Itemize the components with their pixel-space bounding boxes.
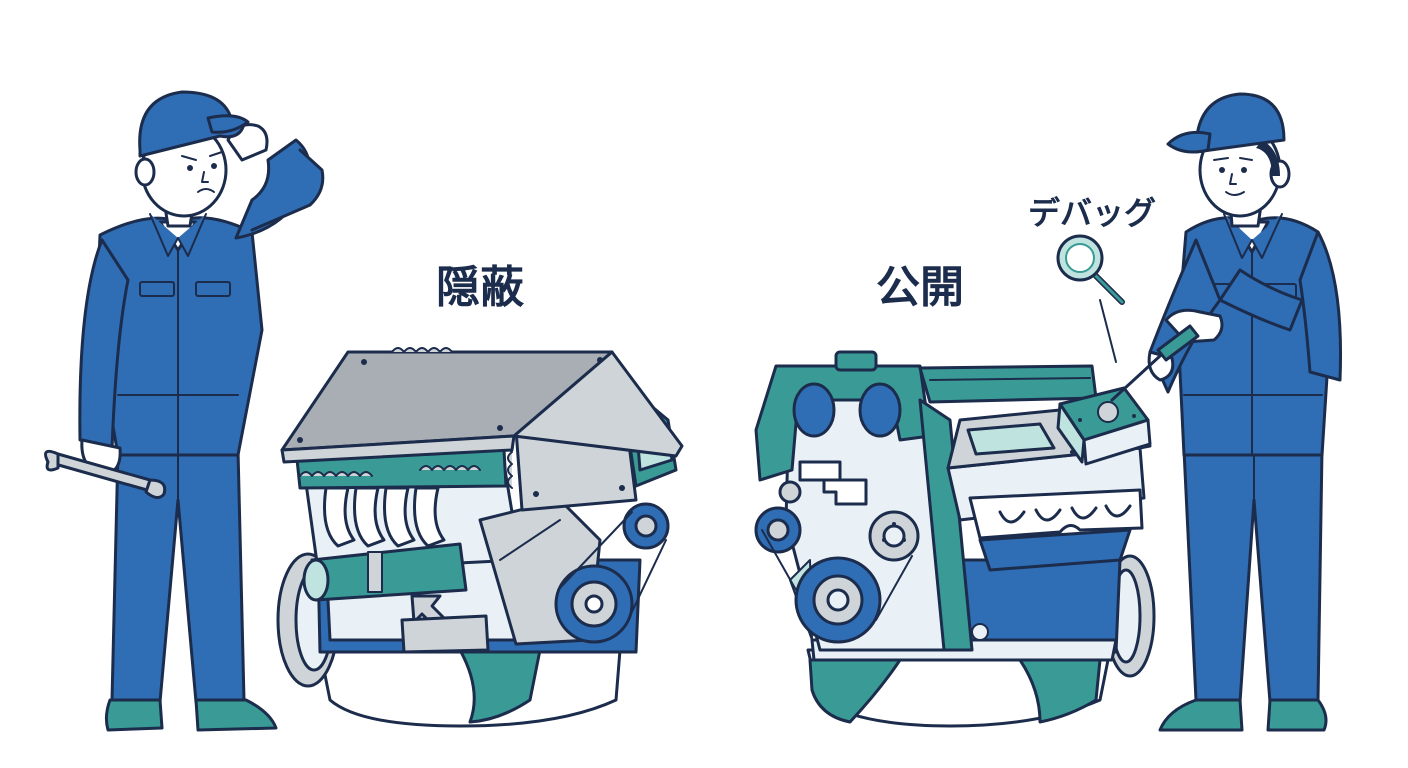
debug-label: デバッグ — [1028, 194, 1156, 232]
magnifier-icon — [1056, 234, 1125, 363]
hidden-label: 隠蔽 — [436, 262, 525, 313]
hidden-engine — [276, 347, 684, 728]
exposed-engine — [754, 350, 1156, 728]
exposed-label: 公開 — [876, 262, 964, 313]
wrench-icon — [44, 449, 167, 499]
screwdriver-icon — [1110, 324, 1200, 402]
confused-mechanic — [44, 90, 325, 732]
debugging-mechanic — [1110, 92, 1343, 732]
